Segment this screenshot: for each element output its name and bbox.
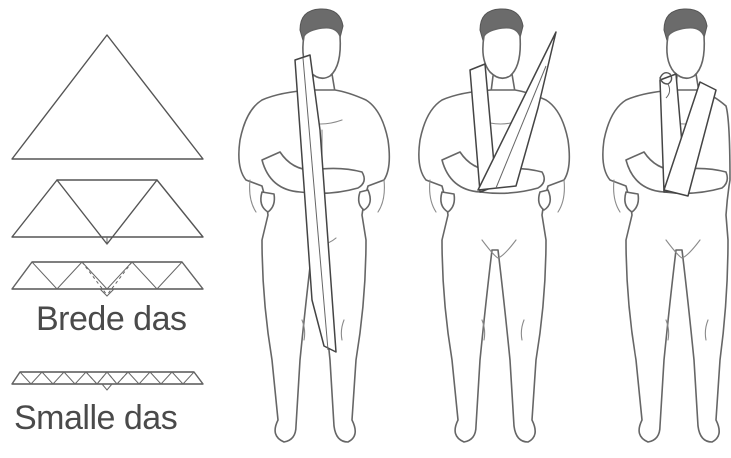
triangle-bandage-fold-1 (12, 180, 203, 244)
triangle-bandage-fold-3 (12, 372, 203, 390)
triangle-bandage-fold-2 (12, 262, 203, 296)
triangle-bandage-full (12, 35, 203, 159)
narrow-bandage-label: Smalle das (14, 399, 177, 438)
figure-step-3 (603, 9, 730, 442)
figure-step-2 (419, 9, 569, 442)
figure-step-1 (239, 9, 389, 442)
wide-bandage-label: Brede das (36, 300, 187, 339)
